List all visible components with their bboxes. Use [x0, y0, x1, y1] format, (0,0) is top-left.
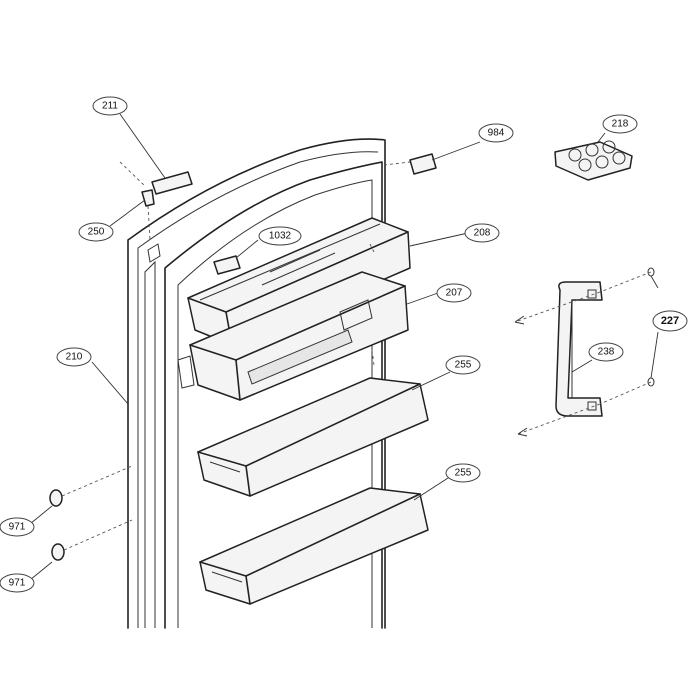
callout-218-label: 218 — [612, 119, 629, 130]
part-218-egg-tray — [554, 140, 633, 181]
callout-207-label: 207 — [446, 288, 463, 299]
part-255-upper-shelf — [197, 377, 429, 497]
callout-227: 227 — [652, 310, 688, 332]
callout-971-lower: 971 — [0, 573, 35, 593]
callout-210: 210 — [56, 347, 92, 367]
callout-208-label: 208 — [474, 228, 491, 239]
callout-238-label: 238 — [598, 347, 615, 358]
callout-208: 208 — [464, 223, 500, 243]
part-1032-plate — [213, 255, 241, 275]
part-208-top-shelf — [187, 217, 411, 346]
callout-255-lower-label: 255 — [455, 468, 472, 479]
part-207-door-bin — [177, 271, 409, 401]
callout-255-upper: 255 — [445, 355, 481, 375]
part-211-label — [151, 171, 193, 195]
callout-1032: 1032 — [258, 226, 302, 246]
leader-lines — [29, 113, 659, 581]
assembly-lines — [61, 161, 652, 551]
callout-984-label: 984 — [488, 128, 505, 139]
part-255-lower-shelf — [199, 487, 429, 605]
part-238-door-handle — [555, 281, 603, 417]
callout-971-lower-label: 971 — [9, 578, 26, 589]
part-971-plug-upper — [49, 489, 63, 507]
part-250-clip — [141, 189, 155, 207]
callout-971-upper: 971 — [0, 517, 35, 537]
callout-255-upper-label: 255 — [455, 360, 472, 371]
callout-207: 207 — [436, 283, 472, 303]
callout-211-label: 211 — [102, 101, 118, 112]
callout-211: 211 — [92, 96, 128, 116]
callout-971-upper-label: 971 — [9, 522, 26, 533]
callout-1032-label: 1032 — [269, 231, 292, 242]
callout-238: 238 — [588, 342, 624, 362]
callout-210-label: 210 — [66, 352, 83, 363]
callout-227-label: 227 — [661, 315, 679, 327]
part-984-label — [409, 153, 437, 175]
arrow-left-bottom — [517, 427, 528, 437]
door-panel — [127, 138, 386, 629]
callout-250-label: 250 — [88, 227, 105, 238]
callout-218: 218 — [602, 114, 638, 134]
callout-255-lower: 255 — [445, 463, 481, 483]
arrow-left-top — [514, 315, 525, 325]
part-971-plug-lower — [51, 543, 65, 561]
callout-984: 984 — [478, 123, 514, 143]
callout-250: 250 — [78, 222, 114, 242]
